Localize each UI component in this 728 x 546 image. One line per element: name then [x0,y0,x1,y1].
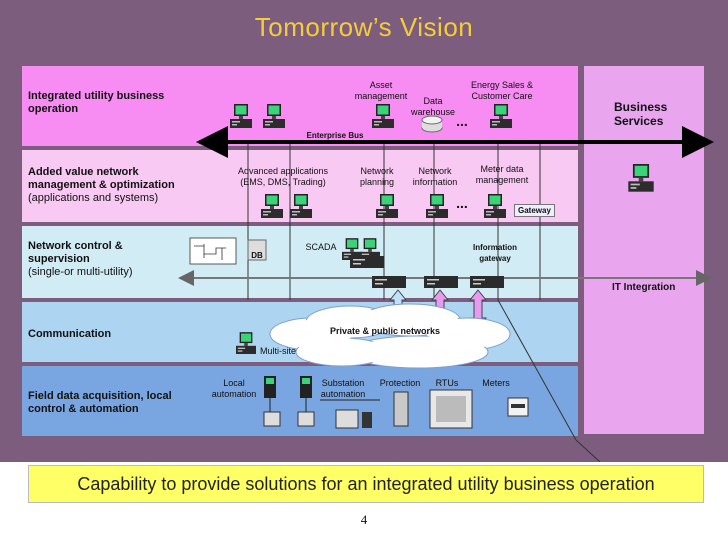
energy-sales-label: Energy Sales & Customer Care [470,80,534,101]
ellipsis-value: ... [456,195,468,211]
network-planning-label: Network planning [359,166,395,187]
band-label-value-sub: (applications and systems) [28,192,159,204]
band-label-control: Network control & supervision (single-or… [28,240,158,279]
it-integration-label: IT Integration [612,282,676,293]
single-line-diagram-icon [189,237,237,265]
gateway-label: Gateway [514,204,555,217]
field-devices [263,376,529,429]
scada-label: SCADA [305,242,337,252]
band-label-communication-text: Communication [28,328,112,340]
data-warehouse-label: Data warehouse [410,96,456,117]
substation-automation-label: Substation automation [320,378,366,399]
page-number: 4 [360,512,368,527]
information-gateway-label: Information gateway [473,243,517,263]
business-services-label: Business Services [614,100,668,128]
meters-label: Meters [482,378,510,388]
rtus-label: RTUs [435,378,459,388]
network-information-label: Network information [412,166,458,187]
band-label-business-text: Integrated utility business operation [28,90,165,115]
advanced-applications-label: Advanced applications (EMS, DMS, Trading… [237,166,329,187]
slide-title: Tomorrow’s Vision [254,12,474,42]
meter-data-label: Meter data management [475,164,529,185]
db-label: DB [251,251,263,260]
band-label-value: Added value network management & optimiz… [28,166,198,205]
local-automation-label: Local automation [211,378,257,399]
band-label-communication: Communication [28,328,178,341]
enterprise-bus-label: Enterprise Bus [306,131,364,140]
band-label-business: Integrated utility business operation [28,90,198,116]
architecture-diagram [178,104,714,462]
multi-site-label: Multi-site [259,346,296,356]
band-label-control-sub: (single-or multi-utility) [28,266,133,278]
capability-banner: Capability to provide solutions for an i… [28,465,704,503]
band-label-control-text: Network control & supervision [28,240,123,265]
private-public-networks-label: Private & public networks [329,326,441,336]
band-label-field-text: Field data acquisition, local control & … [28,390,172,415]
band-label-field: Field data acquisition, local control & … [28,390,188,416]
ellipsis-business: ... [456,113,468,129]
protection-label: Protection [379,378,421,388]
asset-management-label: Asset management [354,80,408,101]
band-label-value-text: Added value network management & optimiz… [28,166,175,191]
